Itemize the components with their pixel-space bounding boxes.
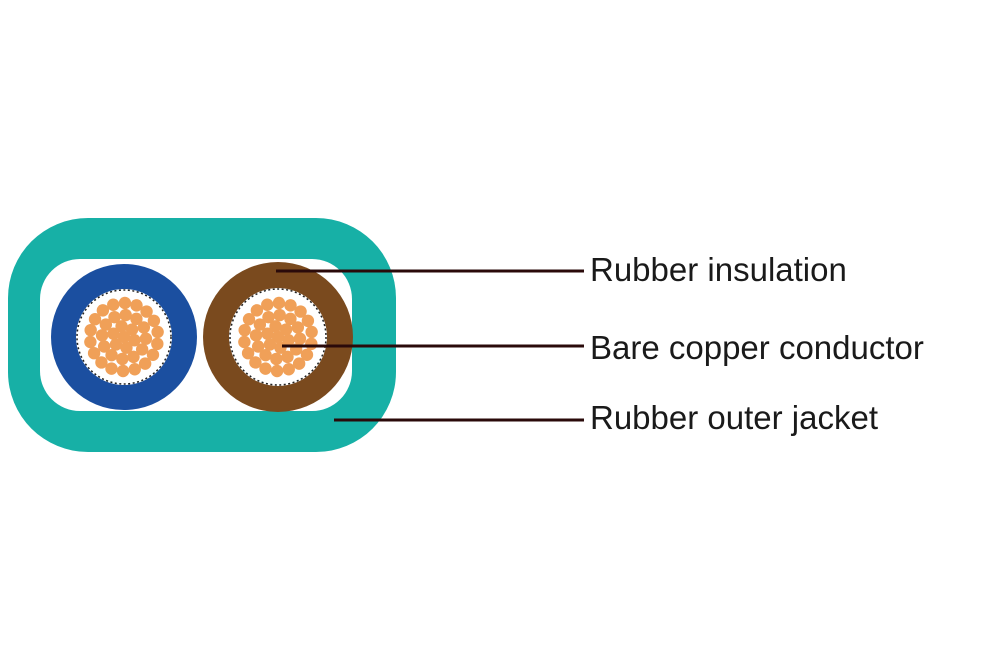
copper-strand	[249, 329, 263, 342]
copper-strand	[151, 325, 164, 339]
copper-strand	[238, 335, 251, 349]
copper-strand	[105, 362, 118, 375]
copper-strand	[135, 343, 149, 356]
copper-strand	[120, 341, 133, 354]
copper-strand	[282, 363, 295, 376]
label-bare-copper-conductor: Bare copper conductor	[590, 329, 924, 366]
copper-strand	[117, 330, 131, 344]
copper-strand	[293, 332, 307, 345]
copper-strand	[305, 325, 318, 339]
copper-strand	[84, 335, 97, 349]
copper-strand	[95, 356, 108, 369]
copper-strand	[279, 323, 293, 336]
copper-strand	[270, 352, 283, 366]
copper-strand	[269, 320, 282, 333]
copper-strand	[284, 299, 297, 312]
left-core-conductor-boundary	[76, 289, 172, 385]
copper-strand	[259, 362, 272, 375]
label-rubber-outer-jacket: Rubber outer jacket	[590, 399, 878, 436]
copper-strand	[300, 348, 314, 361]
copper-strand	[253, 318, 267, 331]
copper-strand	[146, 348, 160, 361]
copper-strand	[241, 346, 255, 360]
copper-strand	[107, 298, 120, 311]
copper-strand	[262, 310, 275, 324]
copper-strand	[84, 323, 97, 337]
copper-strand	[128, 363, 141, 376]
copper-strand	[99, 318, 113, 331]
copper-strand	[259, 348, 272, 362]
copper-strand	[119, 308, 132, 322]
copper-strand	[130, 312, 143, 326]
copper-strand	[107, 327, 120, 340]
copper-strand	[284, 312, 297, 326]
copper-strand	[305, 337, 318, 351]
copper-strand	[301, 314, 315, 328]
copper-strand	[115, 320, 128, 333]
copper-strand	[291, 321, 305, 334]
copper-strand	[281, 350, 294, 364]
copper-strand	[271, 330, 285, 344]
copper-strand	[249, 356, 262, 369]
copper-strand	[127, 350, 140, 364]
right-core-conductor-boundary	[229, 288, 327, 386]
copper-strand	[151, 337, 164, 351]
copper-strand	[137, 321, 151, 334]
right-copper-strands	[238, 296, 318, 378]
copper-strand	[108, 310, 121, 324]
copper-strand	[88, 313, 102, 326]
copper-strand	[130, 299, 143, 312]
copper-strand	[251, 340, 265, 353]
copper-strand	[96, 304, 110, 317]
copper-strand	[116, 364, 130, 378]
copper-strand	[294, 305, 307, 318]
copper-strand	[270, 364, 284, 378]
copper-strand	[87, 346, 101, 360]
copper-strand	[139, 332, 153, 345]
copper-strand	[109, 338, 123, 351]
label-rubber-insulation: Rubber insulation	[590, 251, 847, 288]
copper-strand	[118, 296, 132, 310]
copper-strand	[242, 313, 256, 326]
copper-strand	[116, 352, 129, 366]
copper-strand	[125, 323, 139, 336]
copper-strand	[272, 296, 286, 310]
copper-strand	[105, 348, 118, 362]
left-copper-strands	[84, 296, 164, 378]
copper-strand	[261, 298, 274, 311]
copper-strand	[261, 327, 274, 340]
copper-strand	[140, 305, 153, 318]
copper-strand	[273, 308, 286, 322]
copper-strand	[238, 323, 251, 337]
copper-strand	[263, 338, 277, 351]
copper-strand	[138, 357, 152, 370]
copper-strand	[147, 314, 161, 328]
copper-strand	[250, 304, 264, 317]
copper-strand	[282, 334, 295, 347]
copper-strand	[97, 340, 111, 353]
copper-strand	[292, 357, 306, 370]
copper-strand	[128, 334, 141, 347]
copper-strand	[95, 329, 109, 342]
